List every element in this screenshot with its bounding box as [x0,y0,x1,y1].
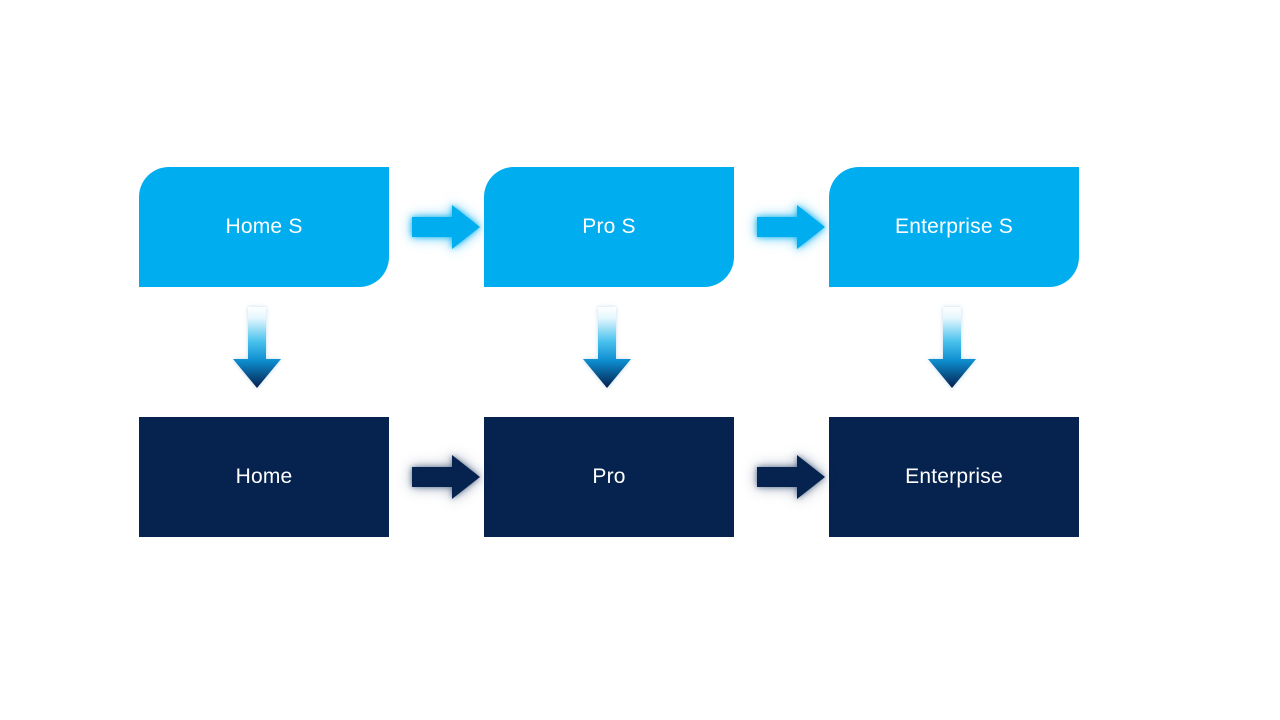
process-box-enterprise[interactable]: Enterprise [829,417,1079,537]
arrow-right-icon-home-to-pro [408,450,484,504]
process-box-label: Enterprise S [895,215,1013,238]
process-box-label: Enterprise [905,465,1003,488]
process-box-home-s[interactable]: Home S [139,167,389,287]
process-box-label: Home S [225,215,303,238]
process-box-label: Pro [592,465,626,488]
arrow-right-icon-pro-to-enterprise [753,450,829,504]
arrow-down-icon-pro-s-to-pro [581,307,633,390]
process-box-pro[interactable]: Pro [484,417,734,537]
process-box-enterprise-s[interactable]: Enterprise S [829,167,1079,287]
process-box-label: Home [235,465,293,488]
arrow-right-icon-home-s-to-pro-s [408,200,484,254]
process-box-home[interactable]: Home [139,417,389,537]
process-box-label: Pro S [582,215,636,238]
arrow-down-icon-home-s-to-home [231,307,283,390]
process-box-pro-s[interactable]: Pro S [484,167,734,287]
arrow-down-icon-enterprise-s-to-enterprise [926,307,978,390]
arrow-right-icon-pro-s-to-enterprise-s [753,200,829,254]
